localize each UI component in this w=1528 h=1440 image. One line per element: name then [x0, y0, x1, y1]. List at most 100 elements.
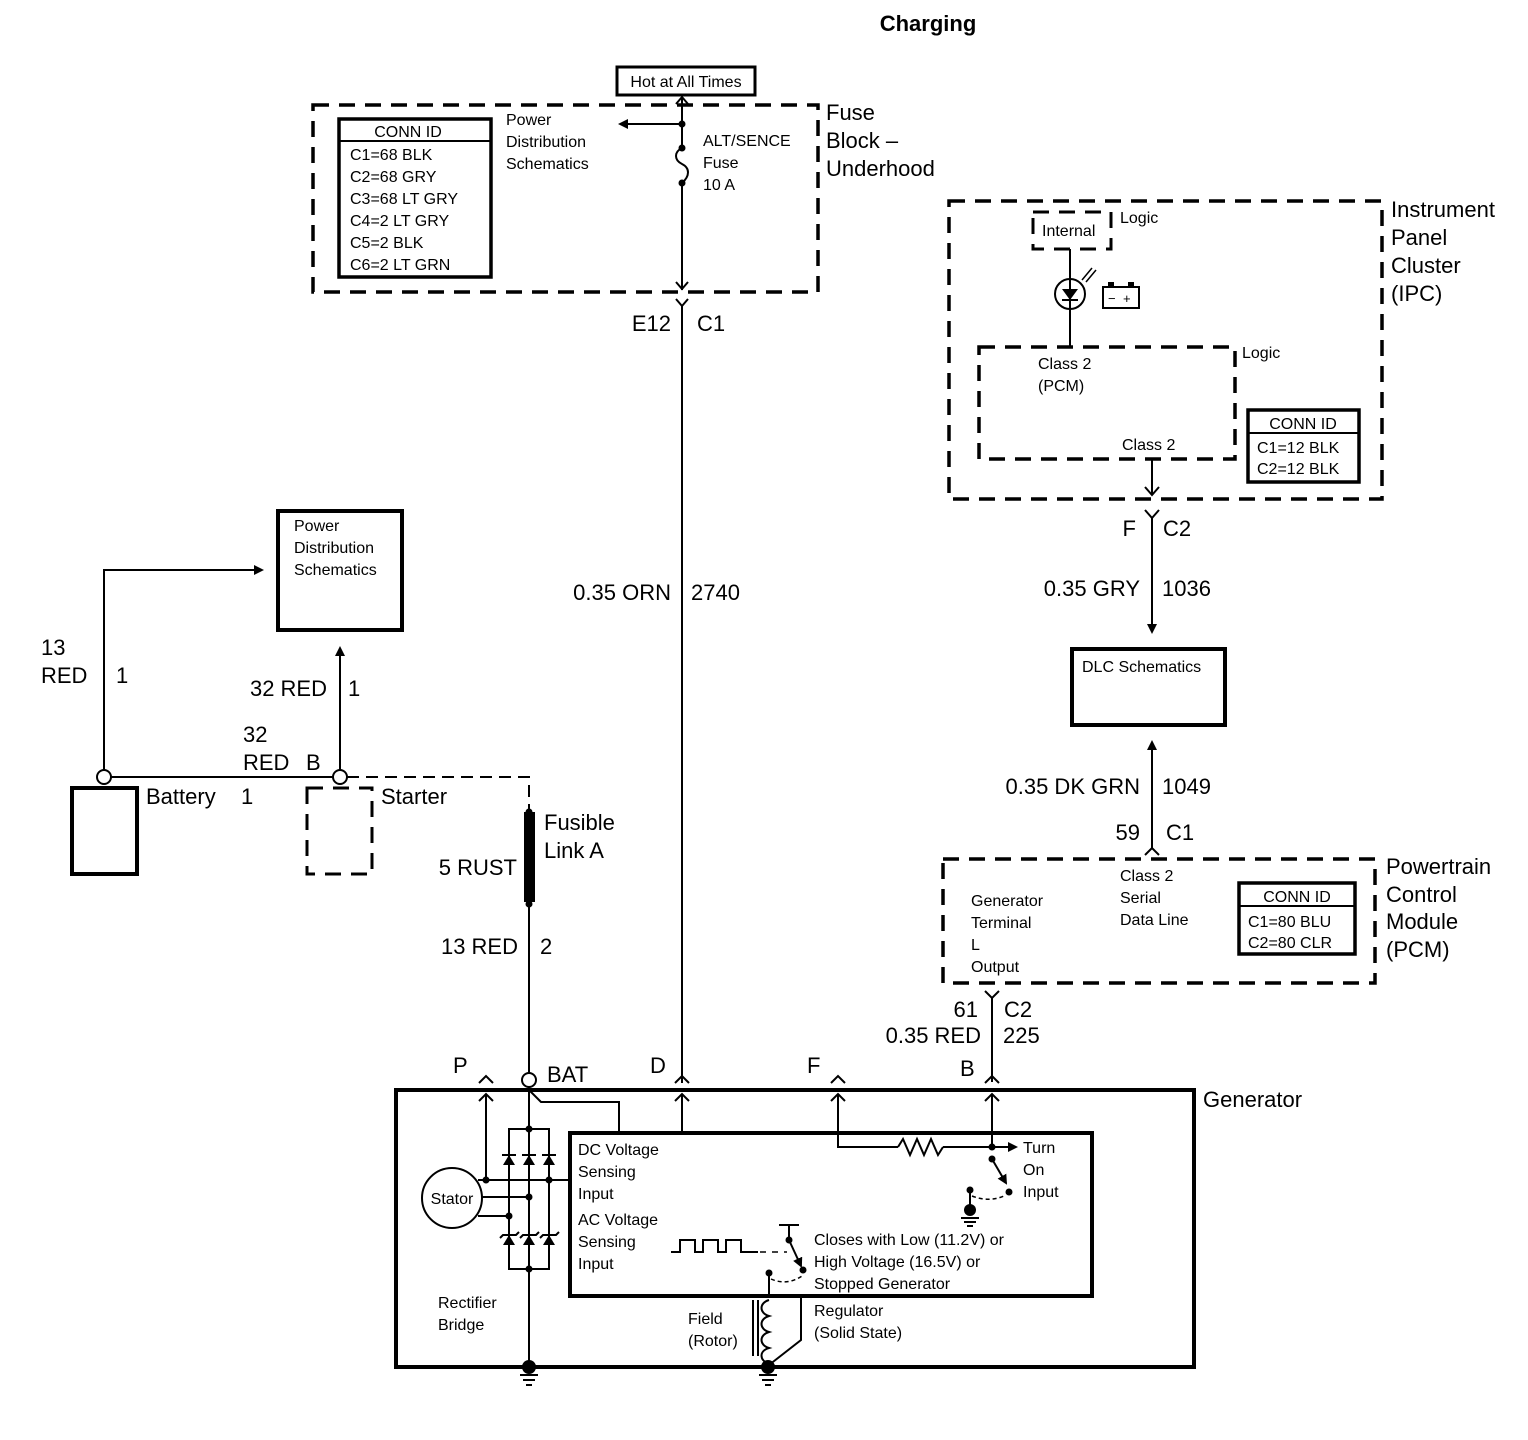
instrument-panel-cluster: Instrument Panel Cluster (IPC) Internal … [947, 197, 1495, 501]
red-wire-circuit: 61 C2 0.35 RED 225 [886, 990, 1040, 1082]
connector-c2: C2 [1163, 516, 1191, 541]
fuse-block-underhood: Hot at All Times Fuse Block – Underhood … [311, 65, 935, 294]
generator: Generator P BAT D F B [394, 1053, 1302, 1386]
dlc-schematics-box[interactable] [1070, 647, 1227, 727]
battery-warning-icon: − + [1102, 282, 1140, 309]
splice-dot [505, 1212, 513, 1220]
circuit-number-225: 225 [1003, 1023, 1040, 1048]
conn-id-row: C2=80 CLR [1248, 935, 1332, 952]
connector-e12: E12 [632, 311, 671, 336]
ipc-name-4: (IPC) [1391, 281, 1442, 306]
field-coil-icon [760, 1299, 773, 1365]
terminal-b: B [960, 1056, 975, 1081]
gry-wire-circuit: F C2 0.35 GRY 1036 [1044, 509, 1211, 634]
conn-id-row: C1=80 BLU [1248, 914, 1331, 931]
battery-starter-section: Power Distribution Schematics 13 RED 1 3… [41, 509, 530, 876]
conn-id-row: C5=2 BLK [350, 235, 424, 252]
pd-box-line-1: Power [294, 518, 340, 535]
battery-icon [70, 786, 139, 876]
power-distribution-box[interactable] [276, 509, 404, 632]
turn-on-switch-icon [991, 1158, 1008, 1185]
connector-c1: C1 [697, 311, 725, 336]
ac-waveform-icon [671, 1239, 758, 1253]
terminal-f: F [807, 1053, 820, 1078]
gen-terminal-3: L [971, 937, 980, 954]
wire-13-red-label: 13 RED [441, 934, 518, 959]
splice-dot [988, 1143, 996, 1151]
diagram-title: Charging [880, 11, 977, 36]
fuse-icon [675, 147, 689, 184]
starter-to-fusible-link [347, 776, 530, 810]
conn-id-row: C4=2 LT GRY [350, 213, 449, 230]
pcm-name-3: Module [1386, 909, 1458, 934]
starter-outline [305, 786, 374, 876]
ipc-name-3: Cluster [1391, 253, 1461, 278]
power-dist-link-1[interactable]: Power [506, 112, 552, 129]
voltage-switch-icon [788, 1239, 803, 1268]
pd-box-line-2: Distribution [294, 540, 374, 557]
splice-dot [482, 1176, 490, 1184]
ground-icon [520, 1360, 538, 1386]
connector-icon [478, 1074, 494, 1084]
regulator-label-2: (Solid State) [814, 1325, 902, 1342]
power-dist-link-2[interactable]: Distribution [506, 134, 586, 151]
terminal-d: D [650, 1053, 666, 1078]
closes-1: Closes with Low (11.2V) or [814, 1232, 1005, 1249]
diode-icon [502, 1154, 556, 1165]
resistor-icon [897, 1136, 944, 1158]
connector-icon [1144, 846, 1160, 856]
gen-terminal-1: Generator [971, 893, 1044, 910]
ac-sense-2: Sensing [578, 1234, 636, 1251]
hot-at-all-times-box [615, 65, 757, 97]
svg-text:+: + [1123, 291, 1131, 306]
internal-label: Internal [1042, 223, 1095, 240]
starter-terminal [332, 769, 348, 785]
battery-label: Battery [146, 784, 216, 809]
connector-61: 61 [954, 997, 978, 1022]
dc-sense-3: Input [578, 1186, 614, 1203]
logic-mid-label: Logic [1242, 345, 1280, 362]
wire-32-red-pin: 1 [348, 676, 360, 701]
ipc-name-2: Panel [1391, 225, 1447, 250]
field-label-2: (Rotor) [688, 1333, 738, 1350]
bat-terminal [521, 1072, 537, 1088]
connector-icon [830, 1074, 846, 1084]
class2-serial-1: Class 2 [1120, 868, 1173, 885]
hot-at-all-times-label: Hot at All Times [630, 74, 741, 91]
dc-sense-wire [528, 1089, 620, 1133]
zener-diode-icon [499, 1231, 560, 1245]
dc-sense-1: DC Voltage [578, 1142, 659, 1159]
wire-13-red-pin: 2 [540, 934, 552, 959]
stator-label: Stator [431, 1191, 474, 1208]
connector-arrow [675, 95, 689, 105]
ac-sense-1: AC Voltage [578, 1212, 658, 1229]
class2-serial-2: Serial [1120, 890, 1161, 907]
regulator-label-1: Regulator [814, 1303, 884, 1320]
fuse-block-outline [311, 103, 820, 294]
terminal-bat: BAT [547, 1062, 588, 1087]
wire-color-gry: 0.35 GRY [1044, 576, 1141, 601]
pcm-outline [941, 857, 1377, 985]
generator-outline [394, 1088, 1196, 1369]
fuse-label-1: ALT/SENCE [703, 133, 791, 150]
splice-dot [678, 120, 686, 128]
switch-contact [799, 1266, 807, 1274]
fuse-block-conn-id-table [337, 117, 493, 279]
fusible-link-label-1: Fusible [544, 810, 615, 835]
fuse-block-name-2: Block – [826, 128, 899, 153]
power-dist-link-3[interactable]: Schematics [506, 156, 589, 173]
class2-logic-box [977, 345, 1237, 461]
dkgrn-wire-circuit: 0.35 DK GRN 1049 59 C1 [1006, 740, 1211, 856]
powertrain-control-module: Powertrain Control Module (PCM) Generato… [941, 854, 1491, 985]
switch-arc [971, 1194, 1007, 1200]
connector-icon [674, 1074, 690, 1084]
generator-label: Generator [1203, 1087, 1302, 1112]
ipc-name-1: Instrument [1391, 197, 1495, 222]
connector-arrow [1144, 486, 1160, 497]
gen-terminal-4: Output [971, 959, 1020, 976]
class2-pcm-1: Class 2 [1038, 356, 1091, 373]
wire-32-red-label: 32 RED [250, 676, 327, 701]
conn-id-header: CONN ID [374, 124, 442, 141]
circuit-number-2740: 2740 [691, 580, 740, 605]
